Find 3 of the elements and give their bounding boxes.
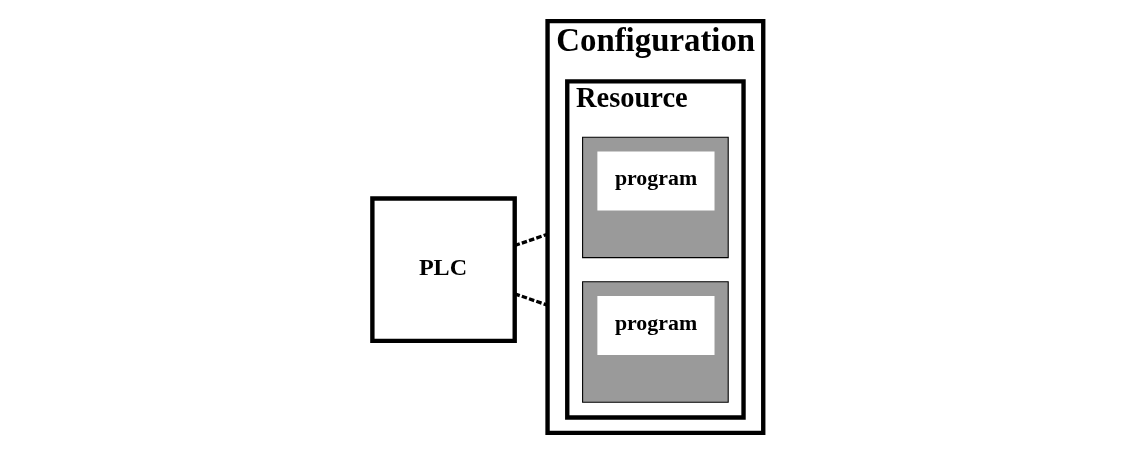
connector: [513, 292, 548, 307]
node-box: PLC: [369, 196, 517, 344]
connector: [513, 232, 548, 248]
